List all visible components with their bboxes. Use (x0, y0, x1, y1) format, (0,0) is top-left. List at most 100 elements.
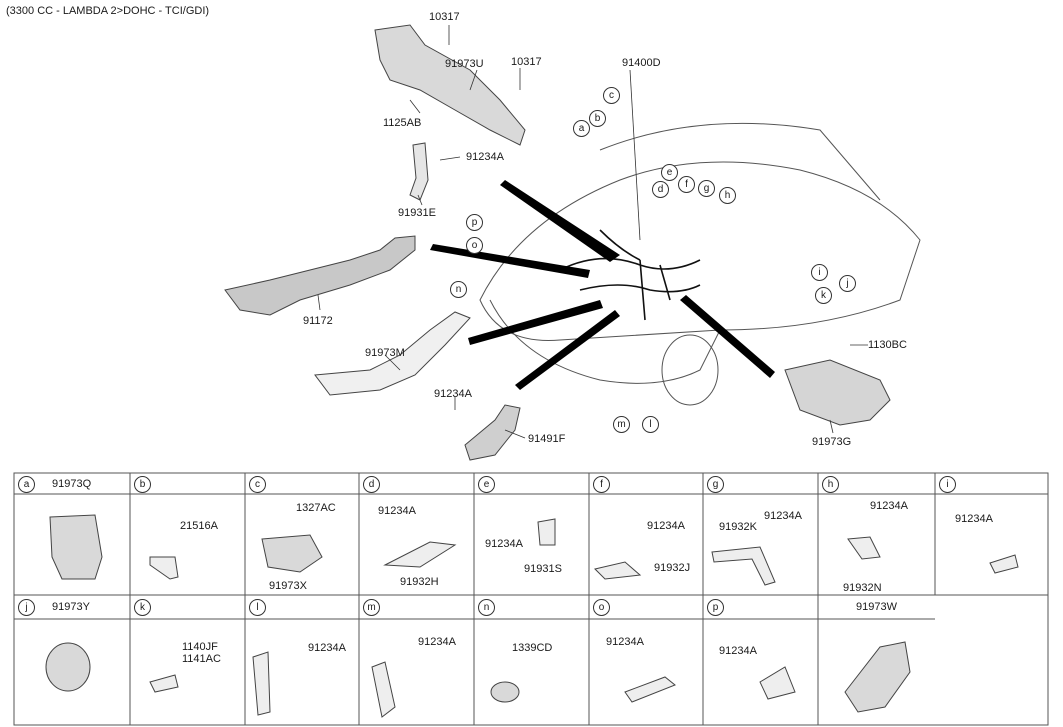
part-1140JF (149, 674, 179, 693)
part-91932K (711, 546, 776, 586)
part-91234A-m (371, 661, 396, 718)
cell-letter-e: e (478, 476, 495, 493)
callout-e: e (661, 164, 678, 181)
label-91172: 91172 (303, 315, 333, 327)
cell-letter-k: k (134, 599, 151, 616)
label-91400D: 91400D (622, 57, 661, 69)
cell-letter-c: c (249, 476, 266, 493)
leader-band-1 (500, 180, 620, 262)
engine-spec-header: (3300 CC - LAMBDA 2>DOHC - TCI/GDI) (6, 5, 210, 17)
part-label-m-1: 91234A (418, 636, 456, 648)
cell-letter-g: g (707, 476, 724, 493)
callout-g: g (698, 180, 715, 197)
part-label-c-1: 1327AC (296, 502, 336, 514)
label-91973G: 91973G (812, 436, 852, 448)
car-hood-outline (479, 161, 921, 341)
part-label-o-1: 91234A (606, 636, 644, 648)
callout-f: f (678, 176, 695, 193)
callout-d: d (652, 181, 669, 198)
part-91973W (844, 641, 911, 713)
part-label-p-1: 91234A (719, 645, 757, 657)
callout-i: i (811, 264, 828, 281)
cell-letter-o: o (593, 599, 610, 616)
part-91931S (537, 518, 556, 546)
cell-letter-l: l (249, 599, 266, 616)
car-wheel (661, 334, 719, 406)
part-91973Y (45, 642, 91, 692)
part-label-k-1: 1140JF (182, 641, 218, 653)
cell-letter-i: i (939, 476, 956, 493)
part-label-f-1: 91234A (647, 520, 685, 532)
part-label-l-1: 91234A (308, 642, 346, 654)
part-91234A-i (989, 554, 1019, 574)
cell-letter-d: d (363, 476, 380, 493)
parts-table-grid (13, 472, 1049, 726)
label-91234A-top: 91234A (466, 151, 504, 163)
part-1339CD (490, 681, 520, 703)
cell-letter-m: m (363, 599, 380, 616)
callout-l: l (642, 416, 659, 433)
part-91973Q (49, 514, 103, 580)
label-91491F: 91491F (528, 433, 566, 445)
part-91932H (383, 541, 457, 568)
label-1125AB: 1125AB (383, 117, 422, 129)
cell-letter-f: f (593, 476, 610, 493)
callout-a: a (573, 120, 590, 137)
part-label-e-1: 91234A (485, 538, 523, 550)
bracket-91491F (464, 404, 521, 461)
duct-91973G (784, 359, 891, 426)
label-10317-top: 10317 (429, 11, 460, 23)
part-91234A-o (624, 676, 676, 703)
part-label-k-2: 1141AC (182, 653, 221, 665)
part-91234A-p (759, 666, 796, 700)
bracket-91931E (409, 142, 429, 201)
callout-j: j (839, 275, 856, 292)
part-label-b-1: 21516A (180, 520, 218, 532)
main-illustration (224, 24, 921, 461)
part-21516A (149, 556, 179, 580)
leader-band-3 (468, 300, 603, 345)
part-91973X (261, 534, 323, 573)
cell-letter-b: b (134, 476, 151, 493)
leader-band-5 (680, 295, 775, 378)
leader-band-4 (515, 310, 620, 390)
cell-letter-h: h (822, 476, 839, 493)
leader-band-2 (430, 244, 590, 278)
part-label-i-1: 91234A (955, 513, 993, 525)
label-1130BC: 1130BC (868, 339, 907, 351)
label-91931E: 91931E (398, 207, 436, 219)
duct-91973U (374, 24, 526, 146)
part-label-n-1: 1339CD (512, 642, 553, 654)
callout-c: c (603, 87, 620, 104)
cell-letter-p: p (707, 599, 724, 616)
wiring-harness-91400D (559, 229, 701, 321)
callout-n: n (450, 281, 467, 298)
part-label-g-2: 91932K (719, 521, 757, 533)
part-91932N (847, 536, 881, 560)
label-91234A-mid: 91234A (434, 388, 472, 400)
cell-letter-a: a (18, 476, 35, 493)
part-label-d-1: 91234A (378, 505, 416, 517)
label-91973U: 91973U (445, 58, 484, 70)
cell-letter-n: n (478, 599, 495, 616)
label-91973M: 91973M (365, 347, 405, 359)
cell-title-j: 91973Y (52, 601, 90, 613)
callout-h: h (719, 187, 736, 204)
cell-letter-j: j (18, 599, 35, 616)
duct-91172 (224, 235, 416, 316)
cell-title-a: 91973Q (52, 478, 92, 490)
label-10317-right: 10317 (511, 56, 542, 68)
callout-m: m (613, 416, 630, 433)
part-91234A-l (252, 651, 271, 716)
callout-b: b (589, 110, 606, 127)
part-label-d-2: 91932H (400, 576, 439, 588)
callout-p: p (466, 214, 483, 231)
cell-title-91973W: 91973W (856, 601, 897, 613)
part-label-h-2: 91932N (843, 582, 882, 594)
car-windshield (599, 122, 881, 201)
callout-o: o (466, 237, 483, 254)
part-label-f-2: 91932J (654, 562, 691, 574)
part-91932J (594, 561, 642, 580)
part-label-c-2: 91973X (269, 580, 307, 592)
